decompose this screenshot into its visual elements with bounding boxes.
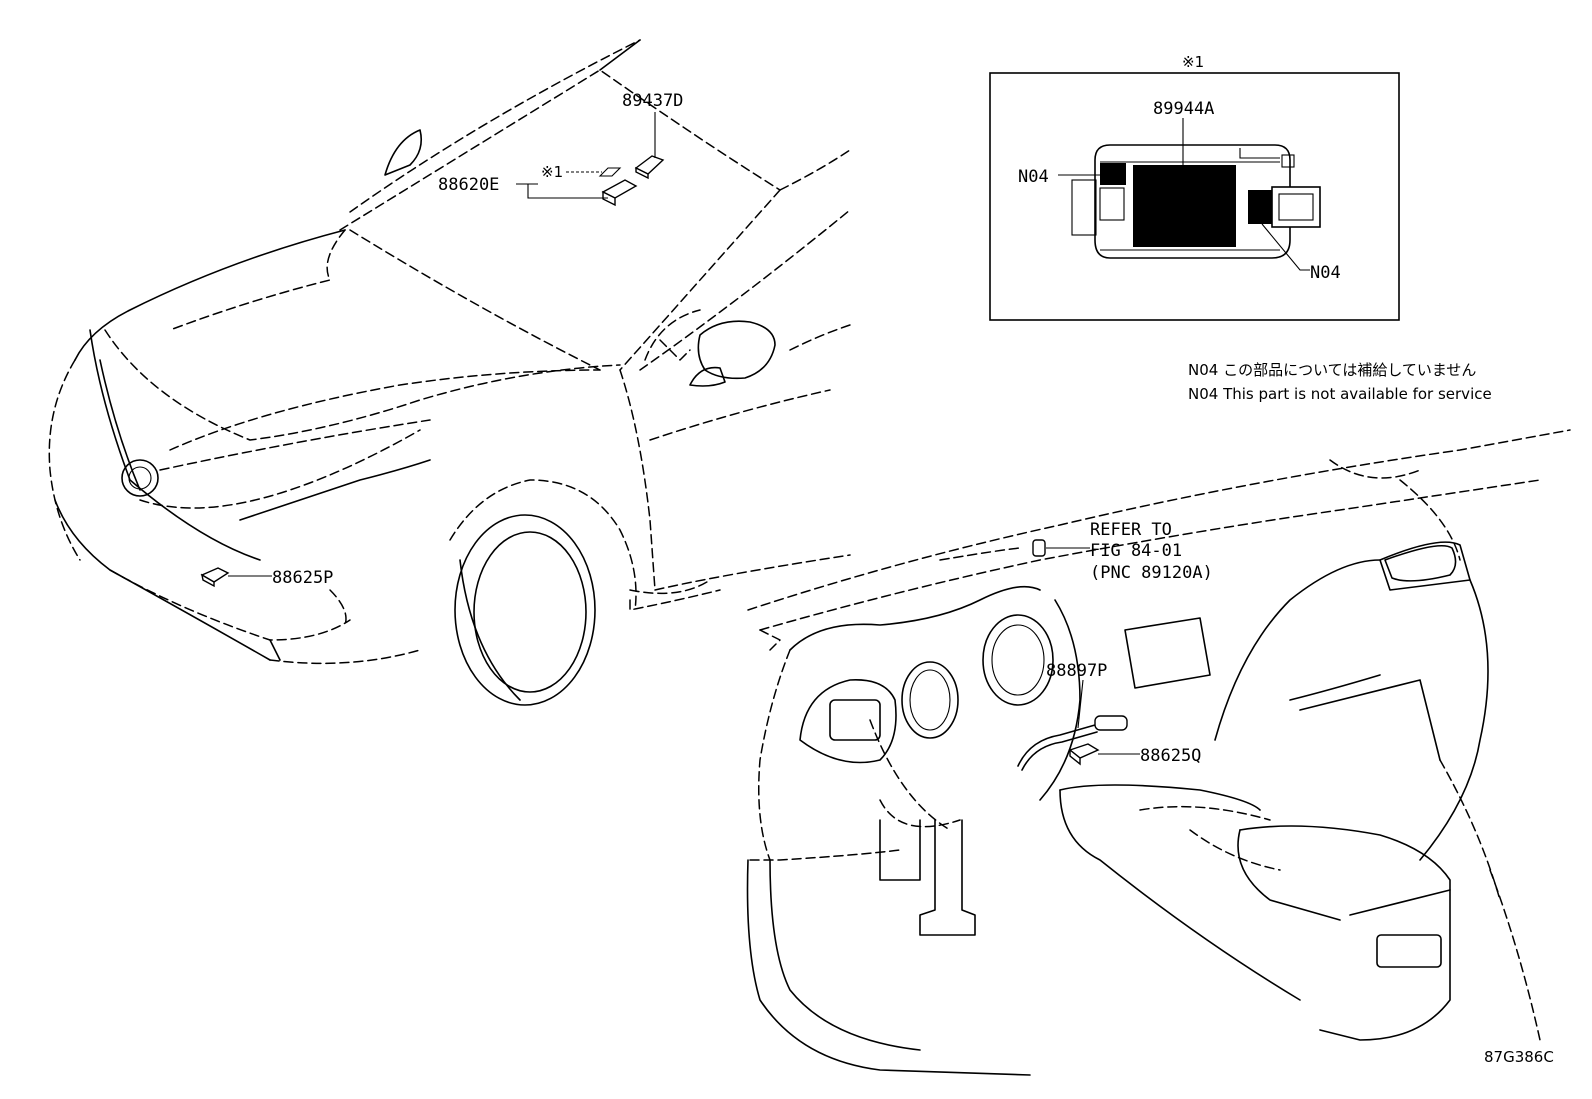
part-88625P bbox=[200, 567, 272, 588]
part-88625Q bbox=[1068, 743, 1140, 766]
label-89944A: 89944A bbox=[1153, 99, 1214, 119]
note-japanese: N04 この部品については補給していません bbox=[1188, 361, 1476, 379]
refer-line-1: REFER TO bbox=[1090, 520, 1172, 540]
label-n04-left: N04 bbox=[1018, 167, 1049, 187]
diagram-code: 87G386C bbox=[1484, 1048, 1554, 1066]
label-88897P: 88897P bbox=[1046, 661, 1107, 681]
refer-line-3: (PNC 89120A) bbox=[1090, 563, 1213, 583]
detail-inset bbox=[989, 72, 1400, 321]
label-89437D: 89437D bbox=[622, 91, 683, 111]
part-88897P bbox=[1017, 679, 1128, 771]
label-88620E: 88620E bbox=[438, 175, 499, 195]
part-88620E bbox=[516, 167, 638, 207]
car-front-illustration bbox=[48, 39, 851, 706]
label-n04-right: N04 bbox=[1310, 263, 1341, 283]
part-89437D bbox=[634, 112, 665, 180]
part-89120A-ref bbox=[1032, 539, 1090, 557]
note-english: N04 This part is not available for servi… bbox=[1188, 385, 1492, 403]
refer-line-2: FIG 84-01 bbox=[1090, 541, 1182, 561]
label-88625Q: 88625Q bbox=[1140, 746, 1201, 766]
interior-illustration bbox=[746, 429, 1571, 1076]
label-88625P: 88625P bbox=[272, 568, 333, 588]
inset-mark: ※1 bbox=[1182, 53, 1204, 71]
mark-note-1: ※1 bbox=[541, 163, 563, 181]
